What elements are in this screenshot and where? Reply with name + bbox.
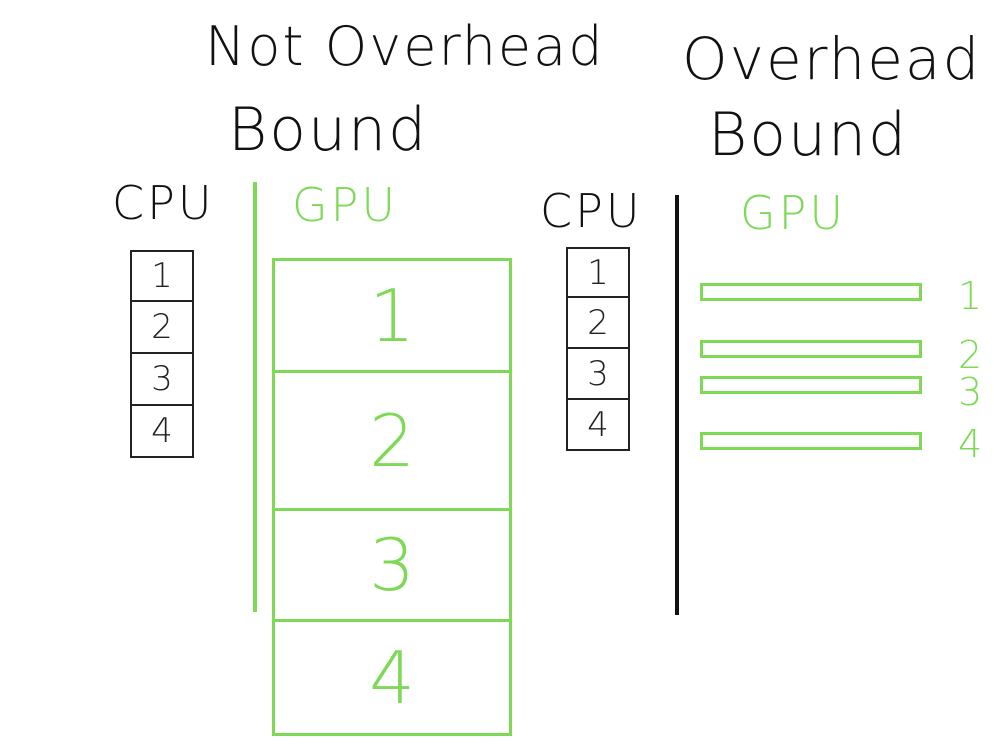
right-cpu-label: CPU [540, 184, 643, 238]
right-title-line1: Overhead [682, 25, 982, 93]
cpu-op: 2 [130, 302, 194, 354]
left-title-line2: Bound [228, 95, 429, 165]
cpu-op: 4 [566, 400, 630, 451]
left-title-line1: Not Overhead [205, 15, 605, 78]
left-divider-line [253, 182, 257, 612]
gpu-op-bar [700, 432, 922, 450]
left-gpu-ops: 1 2 3 4 [272, 258, 512, 736]
gpu-op: 1 [272, 258, 512, 373]
gpu-op-bar [700, 376, 922, 394]
gpu-op: 4 [272, 619, 512, 736]
cpu-op: 4 [130, 406, 194, 458]
cpu-op: 3 [130, 354, 194, 406]
gpu-op: 3 [272, 508, 512, 622]
left-cpu-ops: 1 2 3 4 [130, 250, 194, 458]
cpu-op: 1 [130, 250, 194, 302]
left-gpu-label: GPU [292, 178, 399, 232]
cpu-op: 3 [566, 349, 630, 400]
gpu-op: 2 [272, 370, 512, 511]
left-cpu-label: CPU [112, 176, 215, 230]
right-gpu-label: GPU [740, 186, 847, 240]
gpu-op-bar [700, 283, 922, 301]
right-cpu-ops: 1 2 3 4 [566, 247, 630, 451]
gpu-op-label: 1 [958, 274, 983, 318]
cpu-op: 1 [566, 247, 630, 298]
gpu-op-label: 2 [958, 333, 983, 377]
gpu-op-bar [700, 340, 922, 358]
right-title-line2: Bound [708, 100, 909, 170]
gpu-op-label: 3 [958, 370, 983, 414]
right-divider-line [675, 195, 679, 615]
cpu-op: 2 [566, 298, 630, 349]
gpu-op-label: 4 [958, 422, 983, 466]
